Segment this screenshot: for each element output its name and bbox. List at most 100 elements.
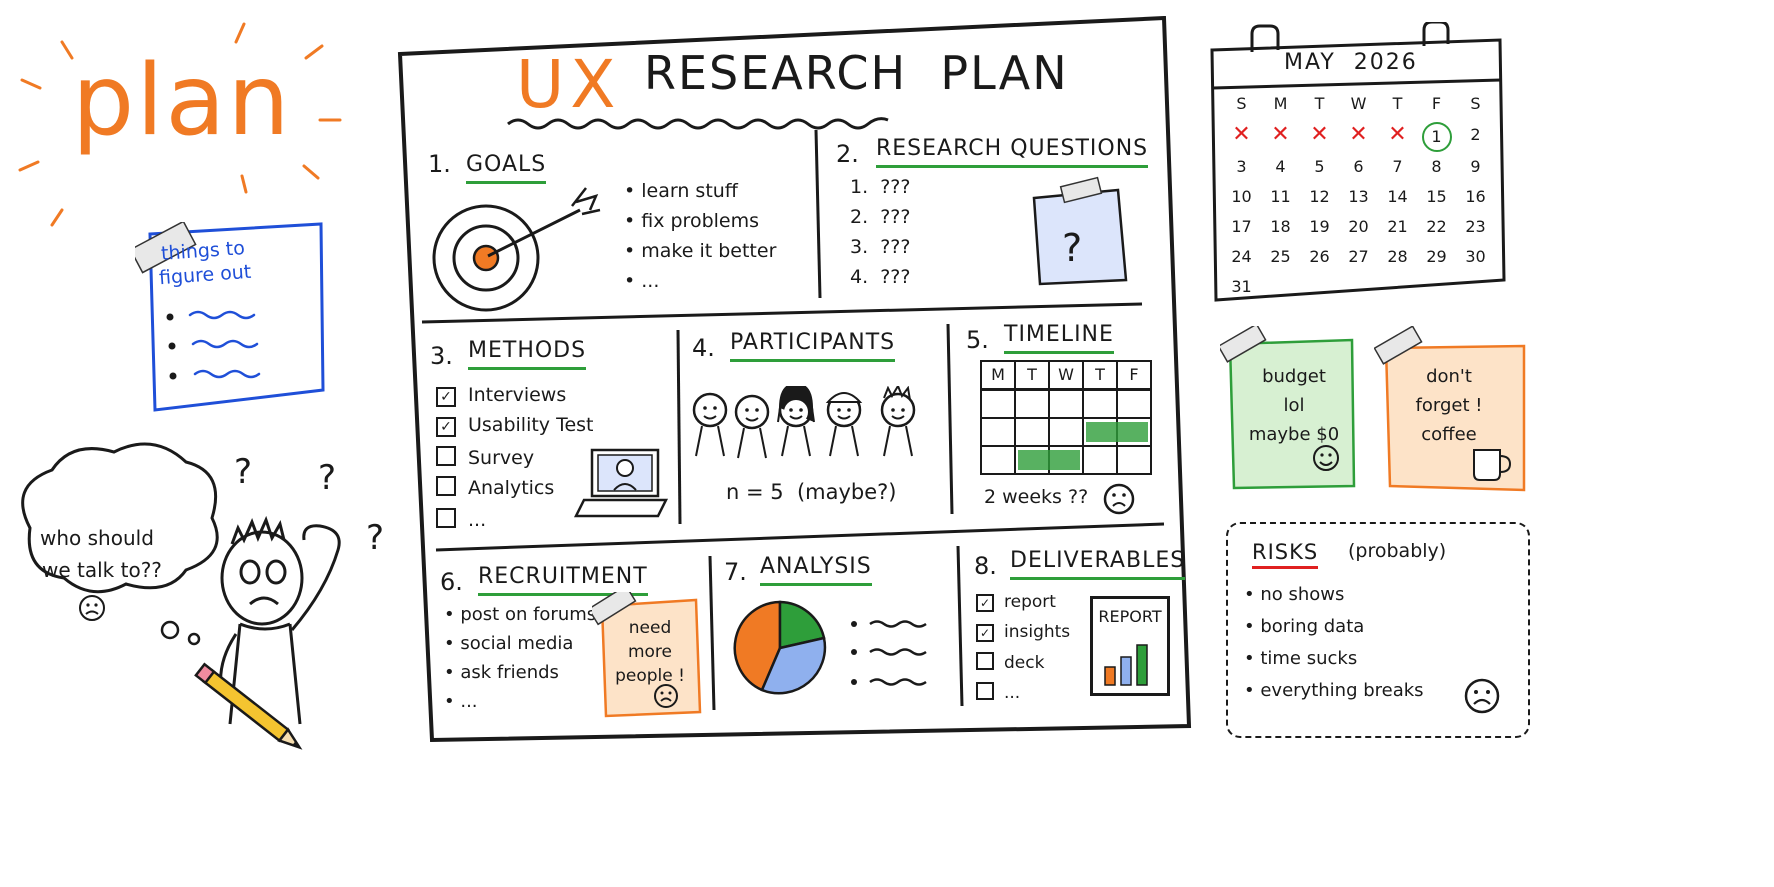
question-mark-2: ? xyxy=(318,458,337,498)
note-line: more xyxy=(627,642,673,662)
sad-face-icon xyxy=(1103,483,1135,515)
thought-line-1: who should xyxy=(40,526,154,550)
calendar-day[interactable]: 26 xyxy=(1309,247,1330,266)
deliverable-item: ✓report xyxy=(976,592,1070,622)
checkbox-empty-icon[interactable] xyxy=(976,682,994,700)
risk-item: • time sucks xyxy=(1244,648,1358,669)
checkbox-empty-icon[interactable] xyxy=(436,446,456,466)
calendar-day[interactable]: 13 xyxy=(1348,187,1369,206)
calendar-day[interactable]: 21 xyxy=(1387,217,1408,236)
coffee-mug-icon xyxy=(1473,449,1512,481)
calendar-day[interactable]: 10 xyxy=(1231,187,1252,206)
recruitment-item: • ... xyxy=(444,691,478,712)
cross-mark-icon: ✕ xyxy=(1388,122,1407,147)
calendar-grid: ✕ ✕ ✕ ✕ ✕ 1 2 3 4 5 6 7 8 9 10 11 12 13 … xyxy=(1222,122,1495,302)
calendar-day[interactable]: 24 xyxy=(1231,247,1252,266)
calendar-day[interactable]: 4 xyxy=(1275,157,1286,176)
timeline-day: F xyxy=(1118,360,1152,390)
coffee-line: forget ! xyxy=(1415,395,1483,416)
question-item: 1. ??? xyxy=(850,176,911,198)
recruitment-list: • post on forums • social media • ask fr… xyxy=(444,604,596,712)
checkbox-empty-icon[interactable] xyxy=(436,476,456,496)
timeline-day: T xyxy=(1084,360,1118,390)
calendar-day[interactable]: 8 xyxy=(1431,157,1442,176)
sticky-figure-out: things to figure out xyxy=(135,222,325,414)
day-number: 1 xyxy=(1421,122,1452,152)
calendar-day[interactable]: 29 xyxy=(1426,247,1447,266)
timeline-header: M T W T F xyxy=(980,360,1154,390)
calendar-day[interactable]: 12 xyxy=(1309,187,1330,206)
risks-list: • no shows • boring data • time sucks • … xyxy=(1244,584,1424,712)
method-item: Analytics xyxy=(436,476,594,508)
calendar-day[interactable]: 17 xyxy=(1231,217,1252,236)
calendar-day[interactable]: 16 xyxy=(1465,187,1486,206)
calendar-day[interactable]: 3 xyxy=(1236,157,1247,176)
laptop-video-icon xyxy=(573,448,669,518)
calendar-day-highlighted[interactable]: 1 xyxy=(1417,122,1456,152)
weekday: M xyxy=(1273,94,1288,113)
checkbox-empty-icon[interactable] xyxy=(436,508,456,528)
checkbox-checked-icon[interactable]: ✓ xyxy=(436,417,456,437)
sad-face-icon xyxy=(1464,678,1500,714)
calendar-day[interactable]: 19 xyxy=(1309,217,1330,236)
calendar-day[interactable]: 23 xyxy=(1465,217,1486,236)
checkbox-empty-icon[interactable] xyxy=(976,652,994,670)
smile-face-icon xyxy=(1313,445,1339,471)
calendar-day[interactable]: 5 xyxy=(1314,157,1325,176)
calendar-weekdays: S M T W T F S xyxy=(1222,94,1495,113)
methods-title: METHODS xyxy=(468,338,587,370)
calendar-day[interactable]: 22 xyxy=(1426,217,1447,236)
calendar-frame xyxy=(1210,22,1506,302)
note-line: people ! xyxy=(615,666,685,686)
calendar-day[interactable]: 28 xyxy=(1387,247,1408,266)
checkbox-checked-icon[interactable]: ✓ xyxy=(976,594,994,612)
methods-list: ✓Interviews ✓Usability Test Survey Analy… xyxy=(436,384,594,538)
risk-item: • no shows xyxy=(1244,584,1345,605)
cross-mark-icon: ✕ xyxy=(1310,122,1329,147)
deliverable-item: ✓insights xyxy=(976,622,1070,652)
plan-doodle: plan xyxy=(0,0,370,230)
timeline-day: M xyxy=(980,360,1016,390)
goals-list: • learn stuff • fix problems • make it b… xyxy=(624,180,776,292)
calendar-day[interactable]: 2 xyxy=(1470,125,1481,144)
methods-number: 3. xyxy=(430,342,453,370)
board-frame xyxy=(397,16,1192,743)
calendar-day[interactable]: 18 xyxy=(1270,217,1291,236)
weekday: W xyxy=(1350,94,1367,113)
weekday: T xyxy=(1314,94,1325,113)
calendar-day[interactable]: 11 xyxy=(1270,187,1291,206)
checkbox-checked-icon[interactable]: ✓ xyxy=(976,624,994,642)
questions-title: RESEARCH QUESTIONS xyxy=(876,136,1149,168)
coffee-line: coffee xyxy=(1421,424,1477,445)
deliverables-number: 8. xyxy=(974,552,997,580)
tape-icon xyxy=(1220,326,1267,363)
risk-item: • everything breaks xyxy=(1244,680,1424,701)
plan-word: plan xyxy=(72,44,292,158)
report-label: REPORT xyxy=(1098,607,1162,626)
confused-person-scene: ? ? ? who should we talk to?? xyxy=(0,440,400,760)
participants-icon xyxy=(692,386,916,459)
calendar-day[interactable]: 14 xyxy=(1387,187,1408,206)
goal-item: • fix problems xyxy=(624,210,760,232)
calendar-day[interactable]: 6 xyxy=(1353,157,1364,176)
checkbox-checked-icon[interactable]: ✓ xyxy=(436,387,456,407)
questions-list: 1. ??? 2. ??? 3. ??? 4. ??? xyxy=(850,176,910,288)
calendar-day[interactable]: 15 xyxy=(1426,187,1447,206)
calendar-day[interactable]: 25 xyxy=(1270,247,1291,266)
risks-subtitle: (probably) xyxy=(1348,540,1447,562)
calendar-day[interactable]: 7 xyxy=(1392,157,1403,176)
method-item: ✓Interviews xyxy=(436,384,594,414)
timeline-cells xyxy=(980,389,1152,475)
questions-number: 2. xyxy=(836,140,859,168)
calendar-day[interactable]: 31 xyxy=(1231,277,1252,296)
budget-line: lol xyxy=(1283,395,1305,416)
calendar: MAY 2026 S M T W T F S ✕ ✕ ✕ ✕ ✕ 1 2 3 4… xyxy=(1208,22,1506,302)
calendar-day[interactable]: 20 xyxy=(1348,217,1369,236)
calendar-day[interactable]: 9 xyxy=(1470,157,1481,176)
participants-title: PARTICIPANTS xyxy=(730,330,896,362)
calendar-day[interactable]: 30 xyxy=(1465,247,1486,266)
timeline-note: 2 weeks ?? xyxy=(984,486,1089,508)
sticky-coffee: don't forget ! coffee xyxy=(1374,326,1534,496)
analysis-number: 7. xyxy=(724,558,747,586)
calendar-day[interactable]: 27 xyxy=(1348,247,1369,266)
